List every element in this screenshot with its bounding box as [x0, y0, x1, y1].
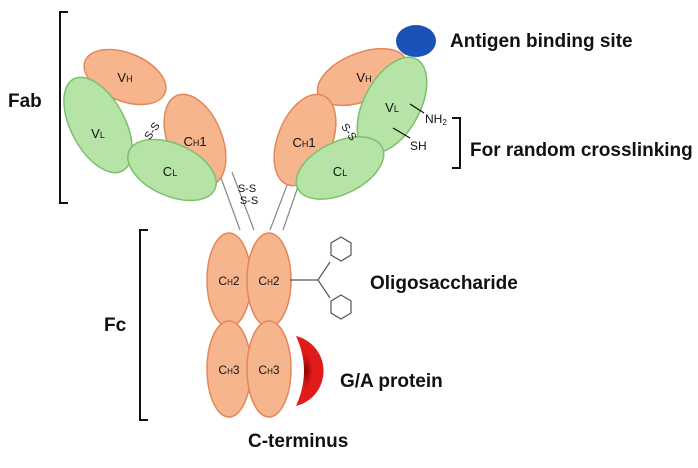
svg-text:CL: CL — [163, 164, 177, 179]
fc-label: Fc — [104, 315, 127, 336]
svg-text:CH1: CH1 — [292, 135, 315, 150]
fab-bracket — [59, 11, 68, 204]
ga-protein-label: G/A protein — [340, 371, 443, 392]
c-terminus-label: C-terminus — [248, 431, 349, 452]
svg-text:CL: CL — [333, 164, 347, 179]
right-ch2-domain: CH2 — [246, 232, 292, 328]
left-cl-domain: CL — [127, 138, 217, 202]
hinge-disulfide-1: S-S — [238, 183, 256, 195]
svg-text:VL: VL — [91, 126, 105, 141]
svg-text:VH: VH — [117, 70, 132, 85]
fc-bracket — [139, 229, 148, 421]
crosslink-bracket — [452, 117, 461, 169]
left-ch3-domain: CH3 — [206, 320, 252, 418]
svg-text:CH2: CH2 — [258, 274, 279, 288]
svg-text:CH1: CH1 — [183, 134, 206, 149]
antigen-binding-site-icon — [396, 25, 436, 57]
left-ch2-domain: CH2 — [206, 232, 252, 328]
right-ch3-domain: CH3 — [246, 320, 292, 418]
antigen-binding-site-label: Antigen binding site — [450, 31, 633, 52]
left-vl-domain: VL — [63, 76, 133, 174]
right-vl-domain: VL — [356, 56, 428, 154]
ga-protein-icon — [296, 336, 324, 406]
svg-text:NH2: NH2 — [425, 112, 447, 127]
oligosaccharide-label: Oligosaccharide — [370, 273, 518, 294]
svg-text:CH3: CH3 — [218, 363, 239, 377]
crosslinking-label: For random crosslinking — [470, 140, 693, 161]
oligosaccharide-icon — [290, 236, 352, 320]
svg-text:VL: VL — [385, 100, 399, 115]
fab-label: Fab — [8, 91, 42, 112]
left-fab-disulfide: S-S — [142, 120, 162, 142]
svg-text:VH: VH — [356, 70, 371, 85]
hinge-disulfide-2: S-S — [240, 195, 258, 207]
right-cl-domain: CL — [295, 136, 385, 200]
svg-text:CH2: CH2 — [218, 274, 239, 288]
nh2-group: NH2 — [409, 103, 447, 127]
svg-text:CH3: CH3 — [258, 363, 279, 377]
svg-text:SH: SH — [410, 139, 427, 153]
sh-group: SH — [392, 127, 427, 153]
